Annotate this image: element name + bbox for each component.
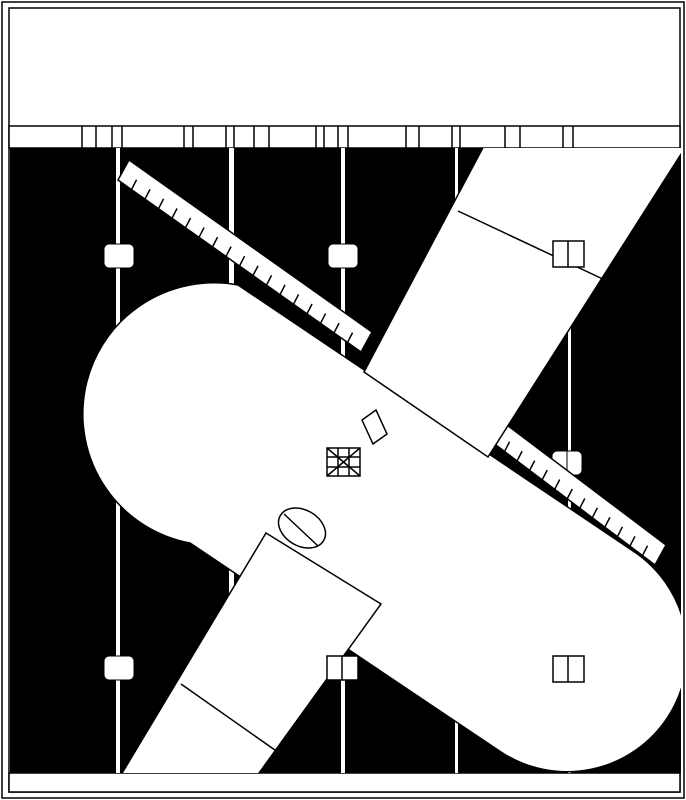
- grid-box: [326, 447, 361, 477]
- truss-tick: [130, 179, 138, 190]
- truss-tick: [346, 332, 354, 343]
- truss-tick: [252, 265, 259, 276]
- truss-tick: [566, 488, 573, 500]
- truss-tick: [579, 498, 586, 509]
- small-parallelogram: [361, 408, 388, 446]
- diagonal-truss-upper: [117, 158, 373, 354]
- bottom-band: [8, 772, 681, 793]
- truss-tick: [554, 479, 561, 490]
- top-mullion-band: [8, 125, 681, 149]
- truss-tick: [629, 535, 636, 547]
- truss-tick: [198, 227, 205, 238]
- truss-tick: [306, 303, 313, 315]
- truss-tick: [292, 294, 300, 305]
- truss-tick: [238, 255, 246, 267]
- truss-tick: [516, 450, 523, 462]
- truss-tick: [641, 545, 649, 556]
- truss-tick: [616, 526, 624, 537]
- truss-tick: [184, 217, 192, 229]
- truss-tick: [604, 517, 611, 528]
- truss-tick: [157, 198, 165, 210]
- truss-tick: [144, 188, 151, 200]
- wing-lower-left: [121, 531, 383, 773]
- wing-upper-right: [363, 148, 681, 459]
- small-ellipse: [277, 507, 327, 549]
- truss-tick: [211, 236, 219, 248]
- truss-tick: [528, 460, 536, 471]
- truss-tick: [591, 507, 599, 519]
- truss-tick: [319, 313, 327, 324]
- oval-box-right: [552, 655, 585, 683]
- truss-tick: [279, 284, 286, 296]
- truss-tick: [171, 208, 178, 219]
- truss-tick: [541, 469, 548, 481]
- truss-tick: [333, 322, 340, 334]
- oval-body: [82, 282, 681, 773]
- truss-tick: [503, 441, 511, 452]
- truss-tick: [225, 246, 232, 257]
- truss-tick: [265, 274, 273, 286]
